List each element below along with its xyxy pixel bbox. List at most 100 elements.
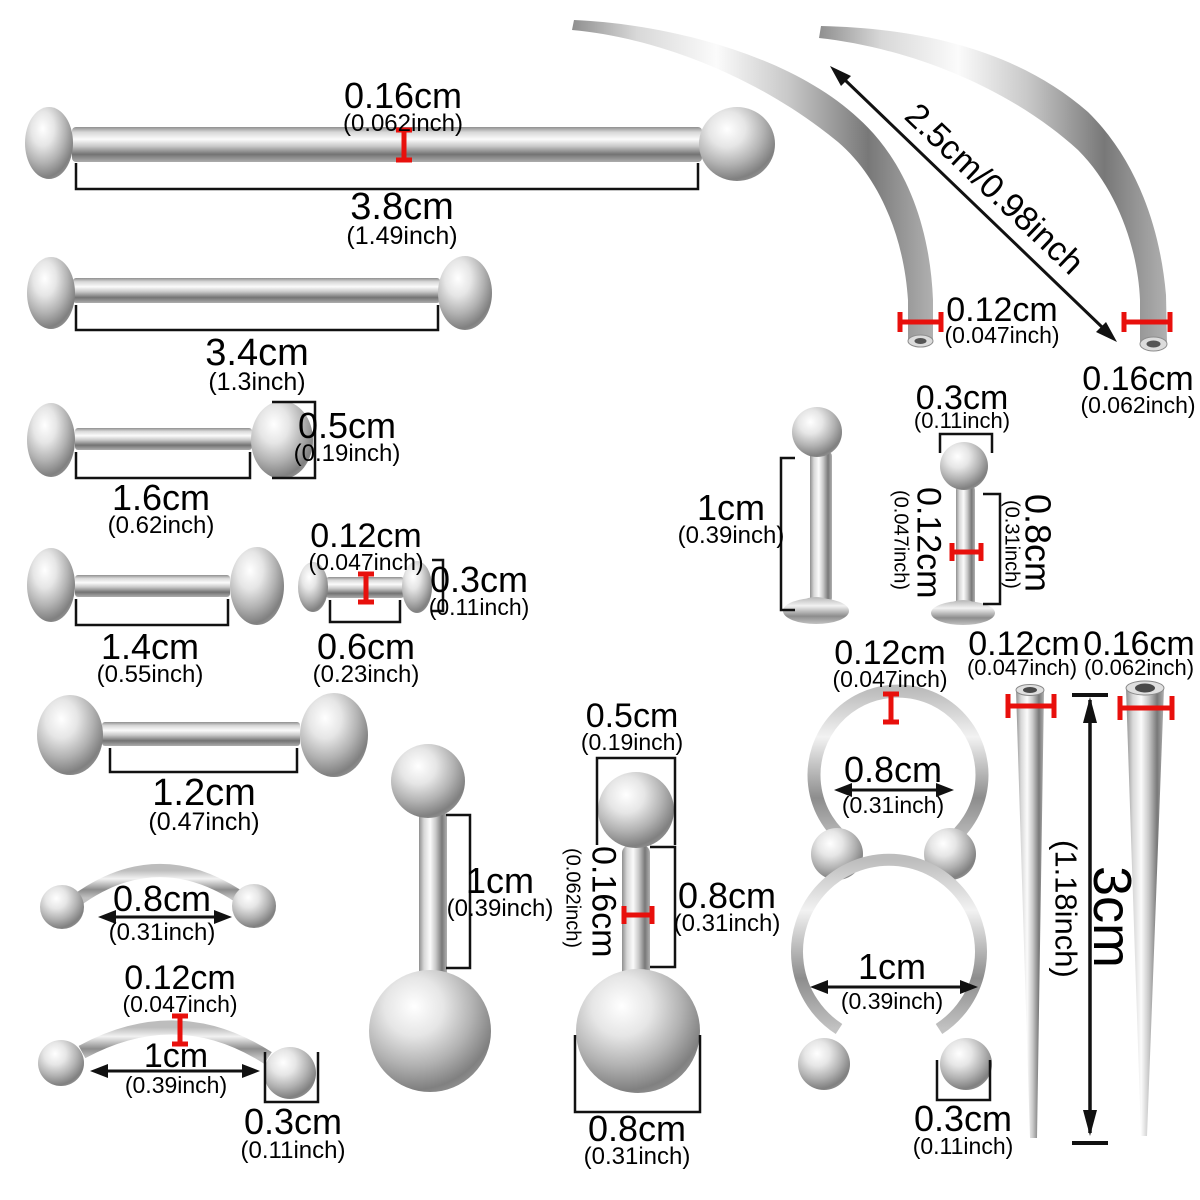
curved-barbell-1cm bbox=[38, 1020, 316, 1099]
curved10-length-label: 1cm bbox=[143, 1037, 209, 1075]
curved10-thickness-sub: (0.047inch) bbox=[122, 991, 238, 1017]
bracket-horseshoe-ball bbox=[935, 1060, 992, 1102]
belly10-bar-sub: (0.39inch) bbox=[446, 895, 554, 922]
belly08-thickness-sub: (0.062inch) bbox=[561, 848, 584, 949]
industrial-barbell-3-4cm bbox=[27, 256, 492, 330]
curved10-thickness-label: 0.12cm bbox=[124, 959, 236, 997]
bracket-3-8cm bbox=[74, 163, 700, 191]
industrial-length-label: 3.8cm bbox=[350, 186, 454, 228]
curved08-length-label: 0.8cm bbox=[112, 878, 212, 919]
marker-straight-taper-thick bbox=[1117, 696, 1175, 720]
industrial-length-sub: (1.49inch) bbox=[346, 222, 458, 250]
marker-belly bbox=[621, 906, 655, 924]
curved10-ball-label: 0.3cm bbox=[243, 1101, 343, 1142]
industrial-thickness-label: 0.16cm bbox=[343, 75, 463, 116]
bracket-labret-ball bbox=[938, 432, 994, 453]
curved-taper-thick-label: 0.16cm bbox=[1082, 360, 1194, 398]
bracket-belly-bar-0-8cm bbox=[650, 845, 677, 969]
belly08-bottomball-label: 0.8cm bbox=[587, 1108, 687, 1149]
barbell-1-2cm bbox=[37, 693, 368, 777]
bracket-belly-topball bbox=[595, 756, 677, 845]
straight-taper-thick bbox=[1125, 680, 1165, 1136]
horseshoe10-ball-sub: (0.11inch) bbox=[912, 1133, 1014, 1159]
horseshoe08-thickness-sub: (0.047inch) bbox=[832, 666, 948, 692]
bracket-labret-bar bbox=[983, 492, 1002, 606]
belly08-thickness-label: 0.16cm bbox=[584, 846, 623, 958]
bracket-0-6cm bbox=[328, 600, 402, 624]
belly-ring-0-8cm bbox=[576, 772, 700, 1093]
belly08-topball-sub: (0.19inch) bbox=[580, 729, 684, 755]
horseshoe10-gap-sub: (0.39inch) bbox=[840, 988, 944, 1014]
bracket-ball-0-3cm bbox=[432, 558, 445, 613]
labret08-thickness-label: 0.12cm bbox=[909, 487, 948, 599]
barbell16-length-sub: (0.62inch) bbox=[107, 512, 215, 539]
marker-labret bbox=[949, 543, 984, 561]
barbell06-thickness-sub: (0.047inch) bbox=[308, 549, 424, 575]
belly08-topball-label: 0.5cm bbox=[585, 697, 679, 735]
curved-taper-thick bbox=[819, 26, 1168, 352]
labret10-bar-sub: (0.39inch) bbox=[677, 522, 785, 549]
bracket-ball-0-5cm bbox=[272, 400, 317, 480]
belly08-bar-sub: (0.31inch) bbox=[673, 910, 781, 937]
barbell12-length-label: 1.2cm bbox=[152, 772, 256, 814]
labret08-thickness-sub: (0.047inch) bbox=[889, 490, 912, 591]
marker-industrial bbox=[396, 127, 412, 163]
red-thickness-markers bbox=[172, 127, 1175, 1047]
bracket-3-4cm bbox=[74, 305, 440, 332]
barbell-1-6cm bbox=[27, 401, 313, 479]
barbell06-ball-label: 0.3cm bbox=[429, 559, 529, 600]
barbell06-thickness-label: 0.12cm bbox=[310, 517, 422, 555]
curved-taper-thick-sub: (0.062inch) bbox=[1080, 392, 1196, 418]
taper-length-label: 3cm bbox=[1082, 866, 1143, 969]
barbell06-length-label: 0.6cm bbox=[316, 626, 416, 667]
industrial34-length-sub: (1.3inch) bbox=[208, 368, 306, 396]
bracket-labret-1cm bbox=[779, 456, 795, 612]
marker-curved-taper-thin bbox=[897, 312, 944, 332]
belly-ring-1cm bbox=[369, 744, 491, 1092]
barbell14-length-sub: (0.55inch) bbox=[96, 661, 204, 688]
curved-taper-thin-label: 0.12cm bbox=[946, 291, 1058, 329]
measure-brackets bbox=[74, 163, 1002, 1114]
marker-horseshoe bbox=[883, 691, 899, 725]
curved-barbell-0-8cm bbox=[40, 864, 276, 929]
labret08-ball-label: 0.3cm bbox=[915, 379, 1009, 417]
horseshoe10-ball-label: 0.3cm bbox=[913, 1098, 1013, 1139]
industrial-thickness-sub: (0.062inch) bbox=[342, 110, 464, 137]
curved-taper-thin bbox=[572, 20, 934, 348]
taper-thick-label: 0.16cm bbox=[1083, 625, 1195, 663]
industrial34-length-label: 3.4cm bbox=[205, 332, 309, 374]
bracket-belly-bar-1cm bbox=[446, 813, 472, 970]
horseshoe08-gap-label: 0.8cm bbox=[843, 749, 943, 790]
arrow-2-5cm bbox=[843, 78, 1105, 330]
bracket-curved-ball bbox=[263, 1052, 320, 1104]
taper-thin-label: 0.12cm bbox=[968, 625, 1080, 663]
horseshoe10-gap-label: 1cm bbox=[857, 946, 926, 987]
labret08-bar-sub: (0.31inch) bbox=[1000, 500, 1023, 589]
labret08-bar-label: 0.8cm bbox=[1017, 494, 1059, 593]
belly08-bar-label: 0.8cm bbox=[677, 875, 777, 916]
curved10-length-sub: (0.39inch) bbox=[124, 1072, 228, 1098]
marker-curved-1cm bbox=[172, 1013, 188, 1047]
labret08-ball-sub: (0.11inch) bbox=[913, 408, 1011, 433]
taper-thin-sub: (0.047inch) bbox=[966, 655, 1078, 680]
horseshoe08-thickness-label: 0.12cm bbox=[834, 634, 946, 672]
marker-mini-barbell bbox=[358, 571, 374, 605]
barbell06-ball-sub: (0.11inch) bbox=[428, 594, 530, 620]
barbell16-ball-label: 0.5cm bbox=[297, 405, 397, 446]
barbell06-length-sub: (0.23inch) bbox=[312, 661, 420, 688]
marker-straight-taper-thin bbox=[1005, 694, 1057, 718]
barbell16-ball-sub: (0.19inch) bbox=[293, 440, 401, 467]
bracket-1-2cm bbox=[108, 748, 299, 774]
labret-stud-1cm bbox=[783, 407, 849, 624]
labret-stud-0-8cm bbox=[931, 442, 995, 625]
bracket-1-6cm bbox=[74, 452, 252, 480]
horseshoe-1cm bbox=[791, 853, 992, 1090]
barbell-1-4cm bbox=[27, 547, 284, 625]
labret10-bar-label: 1cm bbox=[696, 487, 765, 528]
taper-length-sub: (1.18inch) bbox=[1048, 840, 1084, 978]
measure-arrows bbox=[90, 66, 1117, 1145]
belly10-bar-label: 1cm bbox=[465, 860, 534, 901]
bracket-belly-bottomball bbox=[573, 1035, 702, 1114]
